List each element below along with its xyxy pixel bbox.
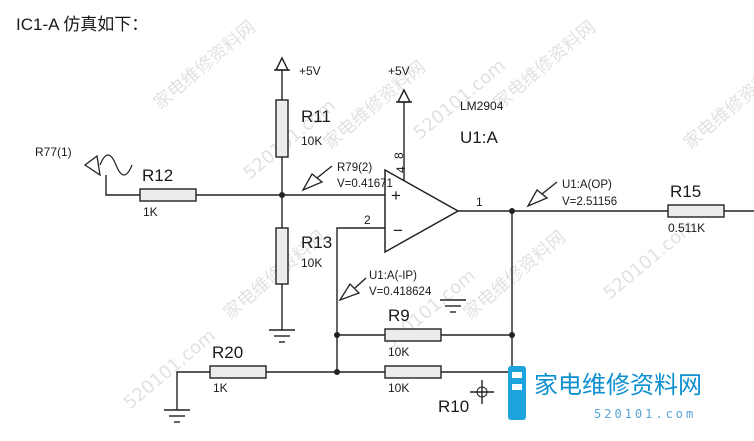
- resistor-r10: 10K R10: [384, 365, 469, 416]
- ground-r13: [269, 329, 295, 343]
- probe-line: [316, 165, 333, 179]
- r9-body: [384, 328, 442, 342]
- vcc-arrow-icon: [274, 56, 290, 71]
- watermark-domain: 520101.com: [120, 325, 220, 414]
- r11-body: [275, 99, 289, 158]
- opamp-minus-sign: −: [393, 221, 403, 240]
- r20-ground-wire: [176, 371, 210, 410]
- resistor-r11: R11 10K: [275, 99, 331, 158]
- probe-r79: R79(2) V=0.41671: [301, 162, 393, 192]
- r20-value: 1K: [213, 381, 228, 395]
- pin-label-2: 2: [364, 213, 371, 227]
- r20-name: R20: [212, 343, 243, 362]
- r12-value: 1K: [143, 205, 158, 219]
- source-label: R77(1): [35, 145, 72, 159]
- pin-label-8: 8: [392, 152, 406, 159]
- probe-inv-input: U1:A(-IP) V=0.418624: [338, 270, 432, 302]
- watermark-text: 家电维修资料网: [150, 17, 260, 114]
- input-wire: [105, 175, 140, 196]
- probe-r79-name: R79(2): [337, 162, 372, 174]
- opamp-triangle: [384, 168, 460, 254]
- probe-r79-voltage: V=0.41671: [337, 178, 393, 190]
- probe-line: [541, 181, 558, 195]
- resistor-r9: R9 10K: [384, 306, 442, 359]
- r13-value: 10K: [301, 256, 322, 270]
- r15-value: 0.511K: [668, 221, 705, 235]
- chip-part-number: LM2904: [460, 99, 504, 113]
- brand-logo-mark: [508, 366, 526, 420]
- r11-value: 10K: [301, 134, 322, 148]
- probe-output: U1:A(OP) V=2.51156: [526, 179, 617, 208]
- vcc-chip-label: +5V: [388, 64, 410, 78]
- watermark-text: 家电维修资料网: [680, 57, 754, 154]
- r20-body: [209, 365, 267, 379]
- r10-body: [384, 365, 442, 379]
- ground-r20: [164, 409, 190, 423]
- vcc-left-label: +5V: [299, 64, 321, 78]
- ground-chip: [440, 299, 466, 313]
- resistor-r12: R12 1K: [139, 166, 197, 219]
- resistor-r13: R13 10K: [275, 227, 332, 285]
- pin-label-4: 4: [394, 166, 408, 173]
- r12-body: [139, 188, 197, 202]
- probe-inv-name: U1:A(-IP): [369, 270, 417, 282]
- probe-out-voltage: V=2.51156: [562, 196, 617, 208]
- supply-vcc-left: +5V: [274, 56, 321, 78]
- r10-name: R10: [438, 397, 469, 416]
- probe-out-name: U1:A(OP): [562, 179, 612, 191]
- brand-name: 家电维修资料网: [534, 371, 702, 399]
- watermark-text: 家电维修资料网: [320, 57, 430, 154]
- watermark-text: 家电维修资料网: [460, 227, 570, 324]
- r15-name: R15: [670, 182, 701, 201]
- r13-name: R13: [301, 233, 332, 252]
- resistor-r20: R20 1K: [209, 343, 267, 395]
- r9-value: 10K: [388, 345, 409, 359]
- r11-name: R11: [301, 107, 331, 126]
- wires: [105, 70, 754, 410]
- sine-wave-icon: [99, 154, 133, 176]
- supply-vcc-chip: +5V: [388, 64, 412, 103]
- r13-body: [275, 227, 289, 285]
- r12-name: R12: [142, 166, 173, 185]
- probe-line: [354, 277, 367, 289]
- signal-source: R77(1): [35, 145, 133, 177]
- pin-label-1: 1: [476, 195, 483, 209]
- page-heading: IC1-A 仿真如下：: [16, 15, 148, 34]
- probe-inv-voltage: V=0.418624: [369, 286, 432, 298]
- crosshair-cursor-icon: [470, 380, 494, 404]
- opamp-plus-sign: +: [391, 186, 401, 205]
- r10-value: 10K: [388, 381, 409, 395]
- probe-arrow-icon: [338, 282, 361, 302]
- inv-input-wire: [336, 227, 385, 372]
- source-arrow-icon: [83, 154, 101, 177]
- opamp-u1a: + − 8 4 2 1 LM2904 U1:A: [364, 99, 504, 254]
- r15-body: [667, 204, 725, 218]
- resistor-r15: R15 0.511K: [667, 182, 725, 235]
- watermark-text: 家电维修资料网: [490, 17, 600, 114]
- r9-name: R9: [388, 306, 410, 325]
- chip-reference: U1:A: [460, 128, 498, 147]
- brand-logo: 家电维修资料网 520101.com: [508, 366, 702, 421]
- brand-domain: 520101.com: [594, 407, 696, 421]
